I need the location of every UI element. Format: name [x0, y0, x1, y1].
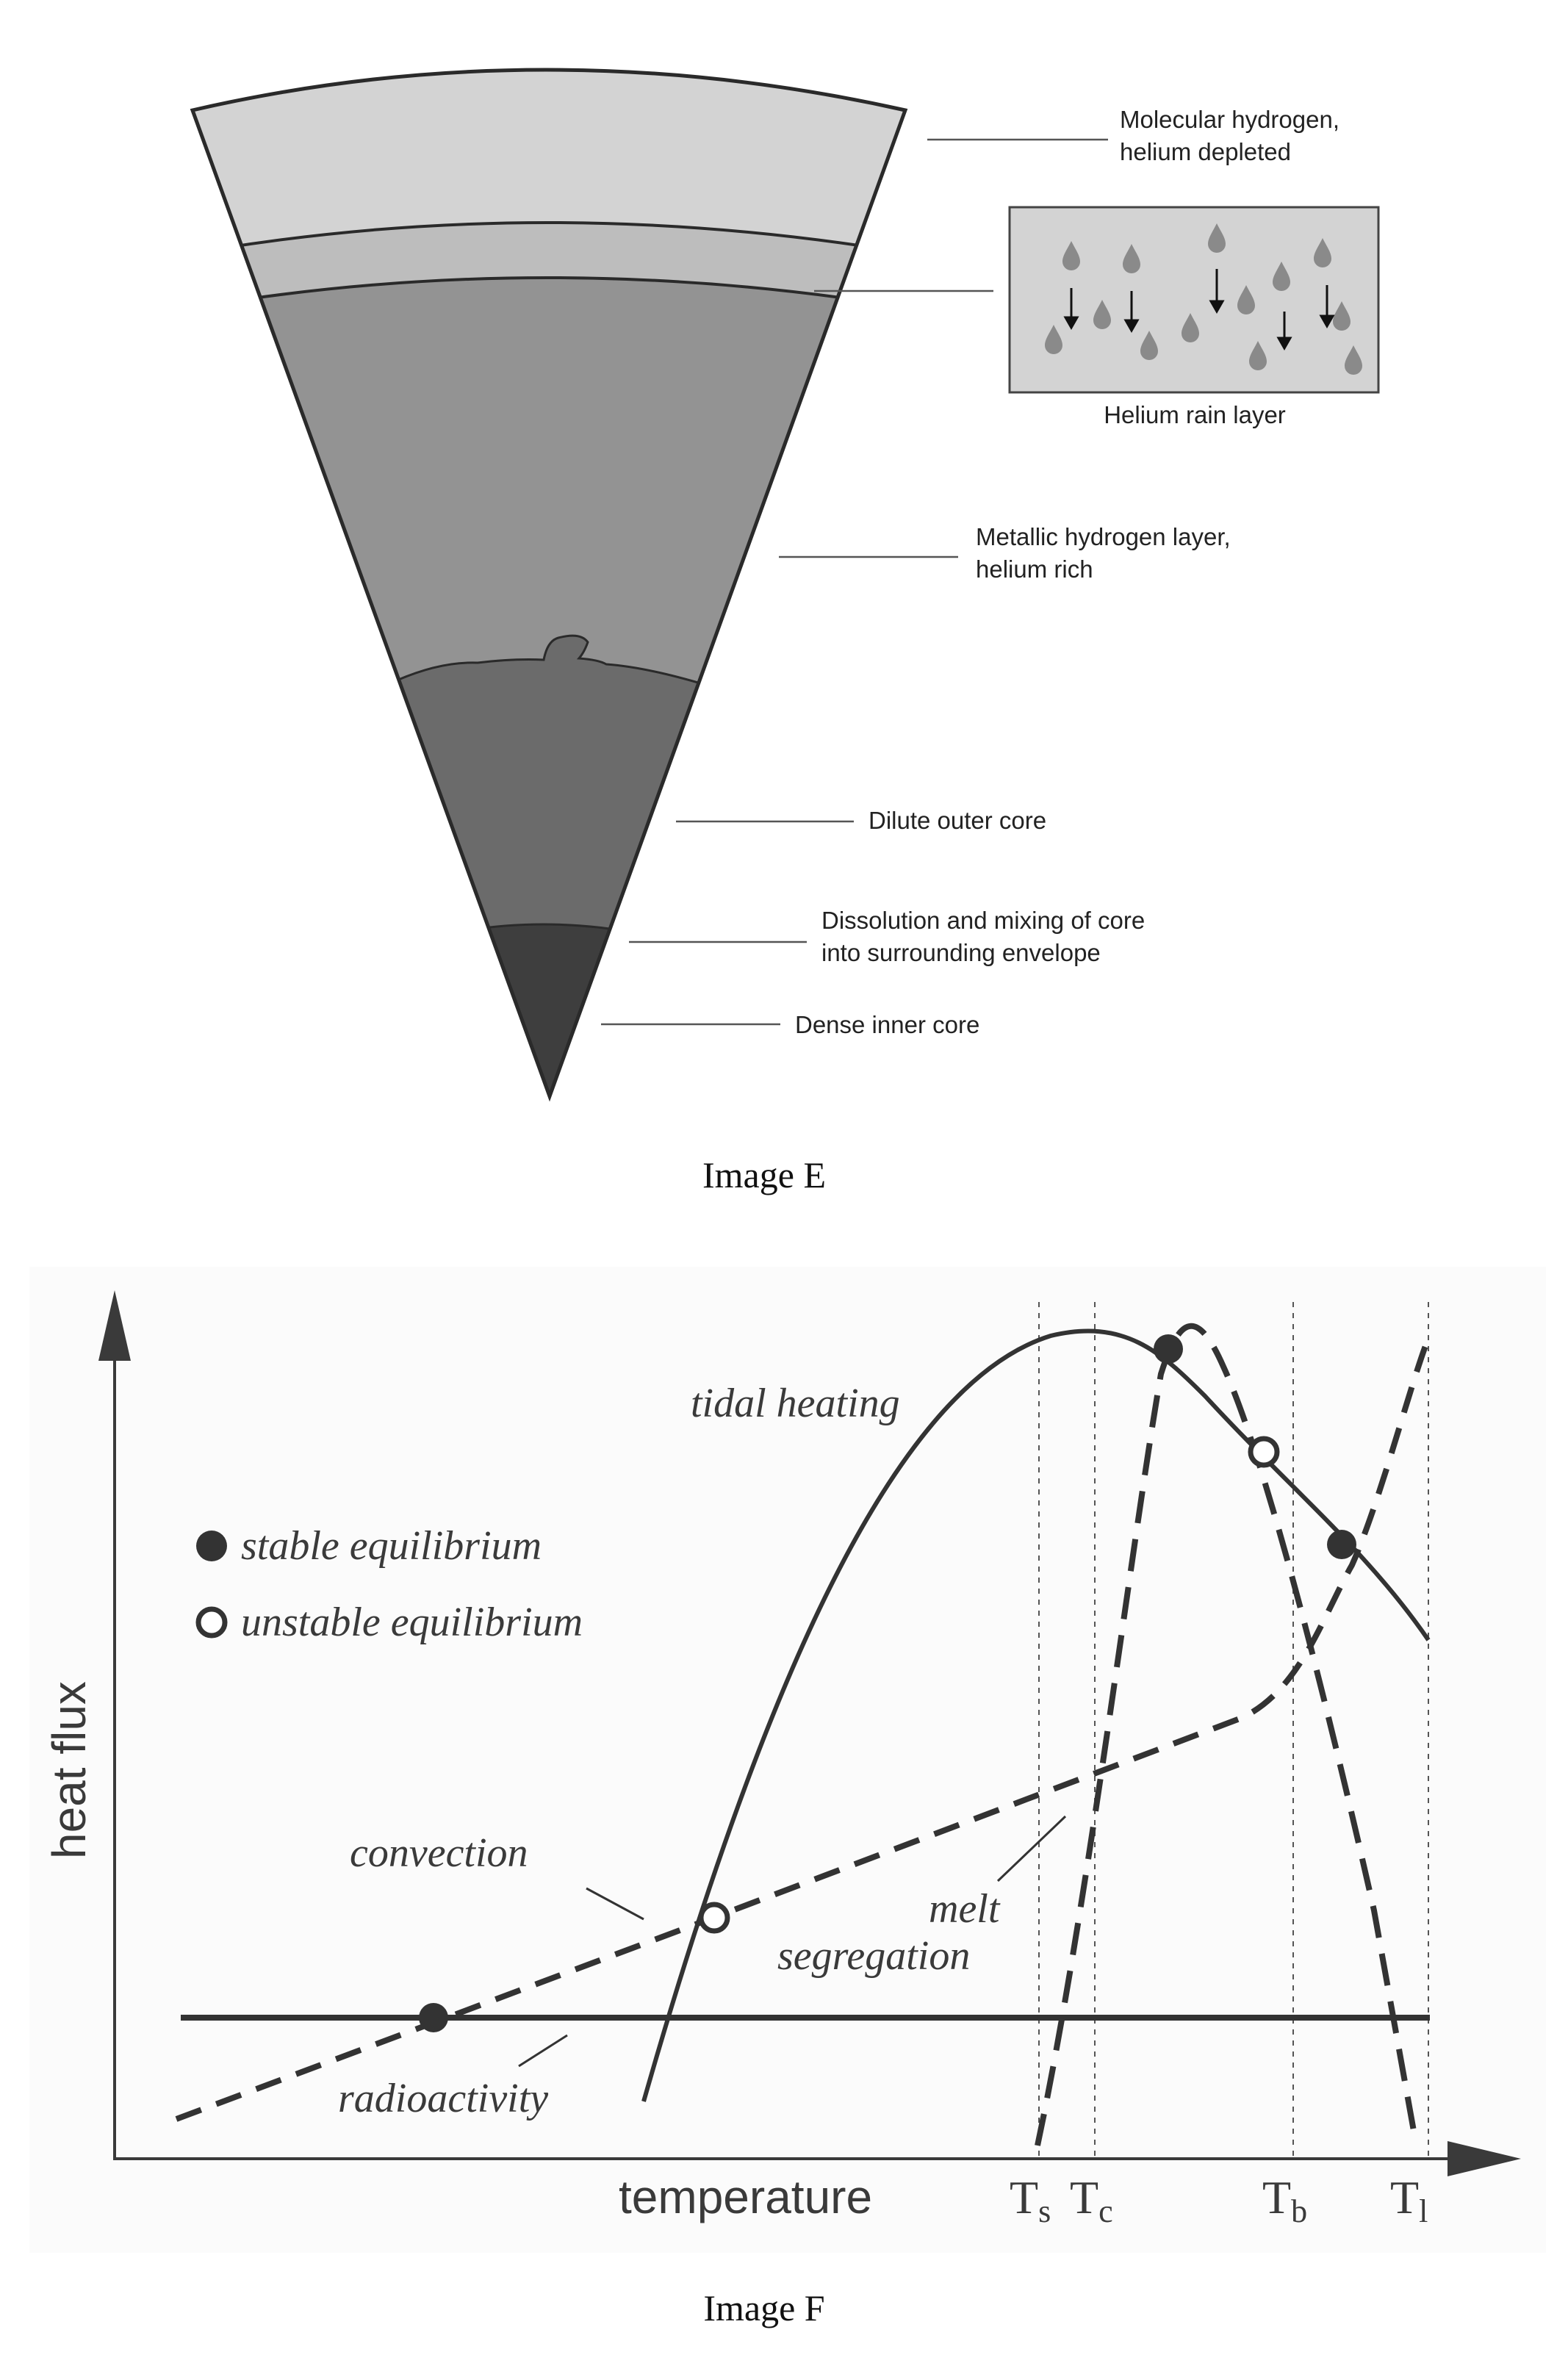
convection-curve — [175, 1333, 1433, 2122]
tick-tl: Tl — [1390, 2171, 1428, 2229]
pointer-radioactivity — [518, 2034, 568, 2068]
label-metallic-line2: helium rich — [976, 555, 1093, 583]
pointer-convection — [586, 1887, 644, 1921]
label-melt: melt — [929, 1886, 1001, 1932]
melt-segregation-curve — [1035, 1323, 1417, 2146]
tidal-heating-curve — [641, 1328, 1431, 2102]
stable-equilibrium-point — [1327, 1530, 1356, 1559]
legend-stable-marker — [196, 1531, 227, 1561]
planet-interior-diagram: Molecular hydrogen, helium depleted Heli… — [190, 68, 1380, 1195]
cone-outline — [190, 68, 908, 1102]
fall-arrows — [1063, 269, 1335, 351]
tick-tc: Tc — [1070, 2171, 1113, 2229]
label-metallic-line1: Metallic hydrogen layer, — [976, 523, 1231, 550]
label-radioactivity: radioactivity — [338, 2076, 548, 2121]
interior-cone — [193, 70, 905, 1096]
label-convection: convection — [350, 1830, 528, 1876]
legend-unstable-label: unstable equilibrium — [241, 1600, 583, 1645]
label-dissolution-line2: into surrounding envelope — [821, 939, 1101, 966]
boundary-helium-rain-top — [193, 221, 905, 263]
helium-rain-box — [1008, 206, 1380, 394]
label-molecular-line1: Molecular hydrogen, — [1120, 106, 1339, 133]
label-molecular-line2: helium depleted — [1120, 138, 1291, 165]
legend-unstable-marker — [195, 1606, 228, 1639]
y-axis-label: heat flux — [43, 1681, 96, 1859]
unstable-equilibrium-point — [1248, 1436, 1280, 1468]
label-tidal-heating: tidal heating — [691, 1381, 900, 1426]
x-axis-label: temperature — [619, 2170, 872, 2223]
label-dilute-core: Dilute outer core — [868, 807, 1046, 834]
x-axis-arrowhead — [1447, 2141, 1521, 2176]
caption-image-e: Image E — [702, 1154, 826, 1195]
dense-inner-core — [410, 923, 677, 1096]
heat-flux-diagram: stable equilibrium unstable equilibrium … — [29, 1267, 1546, 2328]
unstable-equilibrium-point — [698, 1902, 730, 1934]
label-dense-core: Dense inner core — [795, 1011, 979, 1038]
pointer-melt — [996, 1815, 1067, 1882]
legend: stable equilibrium unstable equilibrium — [195, 1523, 583, 1645]
boundary-helium-rain-bottom — [193, 276, 905, 317]
stable-equilibrium-point — [1154, 1334, 1183, 1364]
helium-rain-inset — [1008, 206, 1380, 394]
label-dissolution-line1: Dissolution and mixing of core — [821, 907, 1145, 934]
tick-ts: Ts — [1010, 2171, 1051, 2229]
y-axis-arrowhead — [98, 1290, 131, 1361]
label-segregation: segregation — [777, 1933, 970, 1979]
legend-stable-label: stable equilibrium — [241, 1523, 542, 1569]
caption-image-f: Image F — [703, 2287, 824, 2328]
stable-equilibrium-point — [419, 2003, 448, 2032]
label-helium-rain: Helium rain layer — [1104, 401, 1286, 428]
tick-tb: Tb — [1262, 2171, 1307, 2229]
